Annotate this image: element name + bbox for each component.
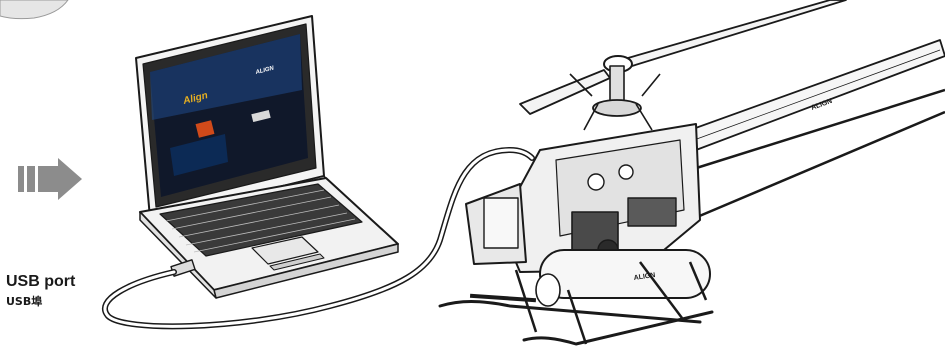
usb-port-label-cn: USB埠 xyxy=(6,293,42,309)
tank-cap-left xyxy=(536,274,560,306)
tail-boom-stripe xyxy=(694,50,940,140)
laptop: Align ALIGN xyxy=(136,16,398,298)
fuel-tank xyxy=(540,250,710,298)
helicopter: ALIGN ALIGN xyxy=(440,0,945,344)
main-rotor-blade-right xyxy=(628,0,846,66)
radio-box xyxy=(628,198,676,226)
nose-block xyxy=(484,198,518,248)
usb-port-label: USB port xyxy=(6,273,75,291)
servo-1 xyxy=(588,174,604,190)
swashplate xyxy=(593,100,641,116)
corner-disc xyxy=(0,0,68,19)
skid-left xyxy=(440,302,700,323)
servo-2 xyxy=(619,165,633,179)
direction-arrow-icon xyxy=(18,158,82,200)
skid-right xyxy=(524,312,712,344)
